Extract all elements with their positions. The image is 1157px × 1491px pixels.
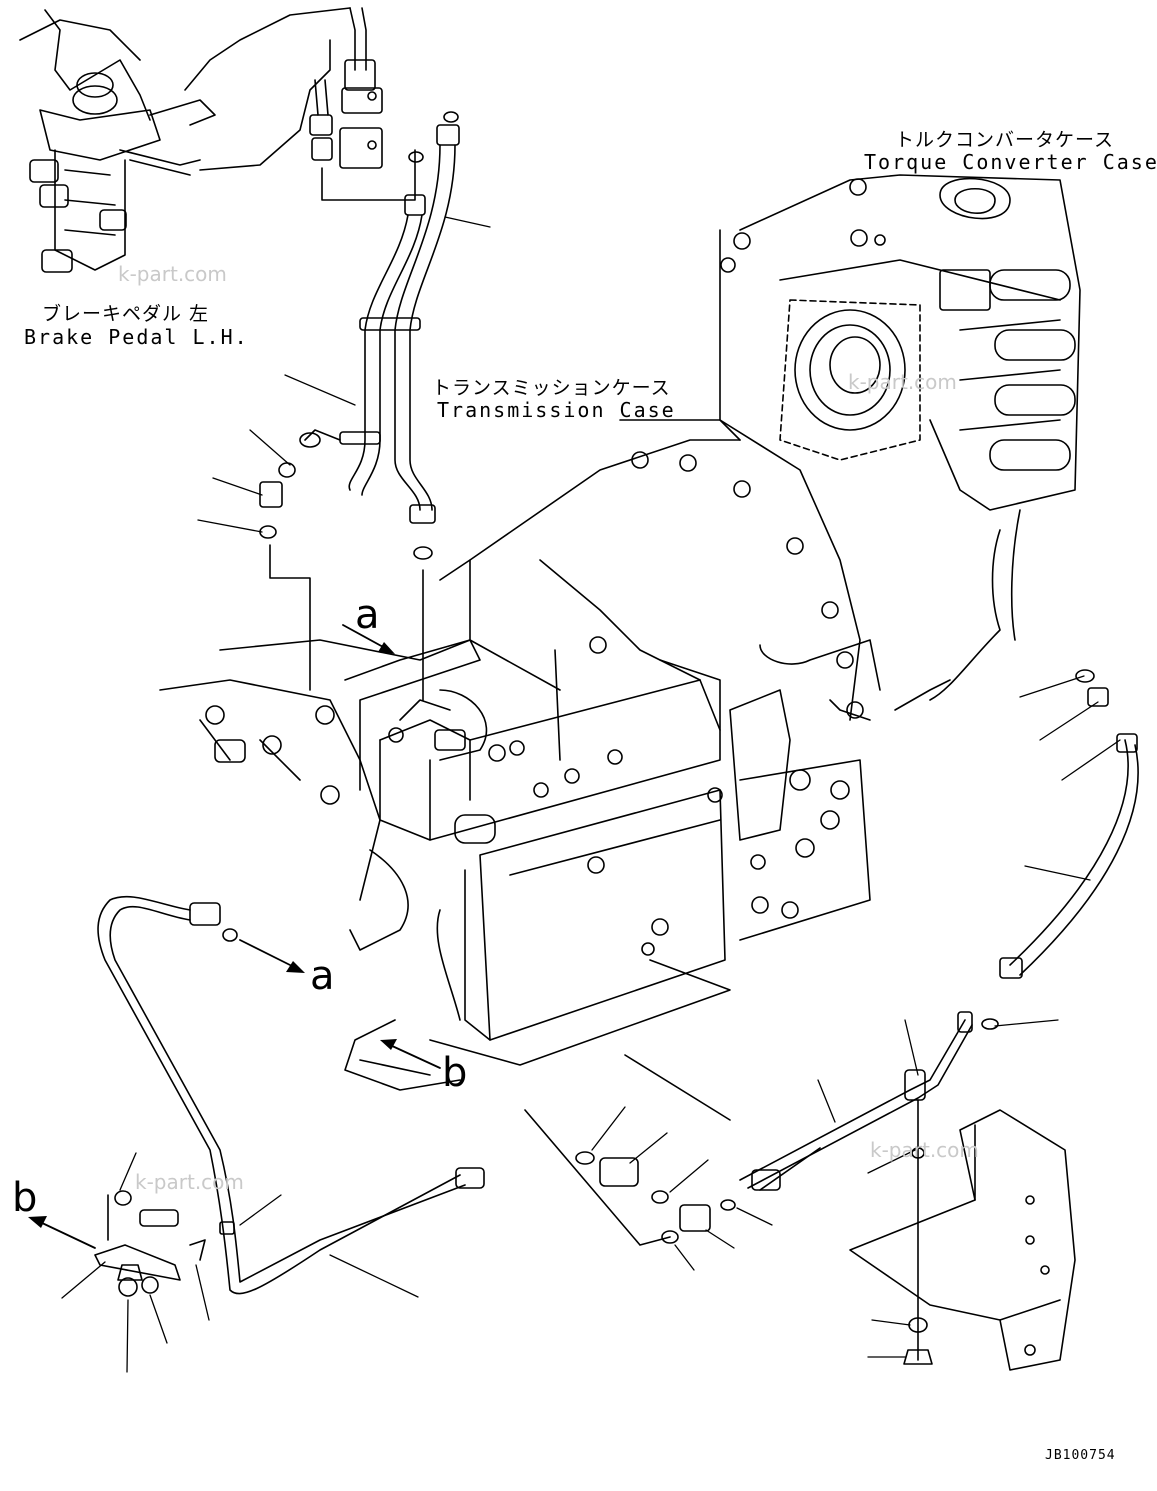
torque-converter-label-en: Torque Converter Case xyxy=(864,150,1157,174)
brake-hose-upper xyxy=(309,7,459,201)
ref-a-top: a xyxy=(355,592,380,638)
control-valve xyxy=(344,639,721,844)
brake-pedal-label-jp: ブレーキペダル 左 xyxy=(42,303,210,325)
watermark: k-part.com xyxy=(118,262,227,286)
fittings-center xyxy=(524,1054,736,1246)
brake-pedal-label-en: Brake Pedal L.H. xyxy=(24,325,249,349)
brake-tube-pair xyxy=(259,124,460,701)
bracket-left xyxy=(94,1190,235,1297)
pump-assembly xyxy=(729,639,951,941)
tube-lower-left xyxy=(97,849,485,1295)
ref-b-left: b xyxy=(12,1175,38,1221)
side-cover-plate xyxy=(429,787,731,1066)
ref-a-bottom: a xyxy=(310,953,335,999)
bracket-right xyxy=(739,1011,1076,1371)
torque-converter-label-jp: トルクコンバータケース xyxy=(895,129,1115,151)
transmission-case xyxy=(159,419,864,901)
hose-right xyxy=(929,509,1139,1030)
transmission-case-label-jp: トランスミッションケース xyxy=(432,377,671,399)
brake-pedal-assembly xyxy=(19,7,351,273)
leader-lines xyxy=(61,216,1121,1373)
ref-b-center: b xyxy=(442,1050,468,1096)
watermark: k-part.com xyxy=(870,1138,979,1162)
watermark: k-part.com xyxy=(848,370,957,394)
ref-arrows xyxy=(28,624,441,1249)
torque-converter-case xyxy=(719,174,1081,511)
transmission-case-label-en: Transmission Case xyxy=(437,398,676,422)
watermark: k-part.com xyxy=(135,1170,244,1194)
drawing-code: JB100754 xyxy=(1045,1448,1116,1463)
